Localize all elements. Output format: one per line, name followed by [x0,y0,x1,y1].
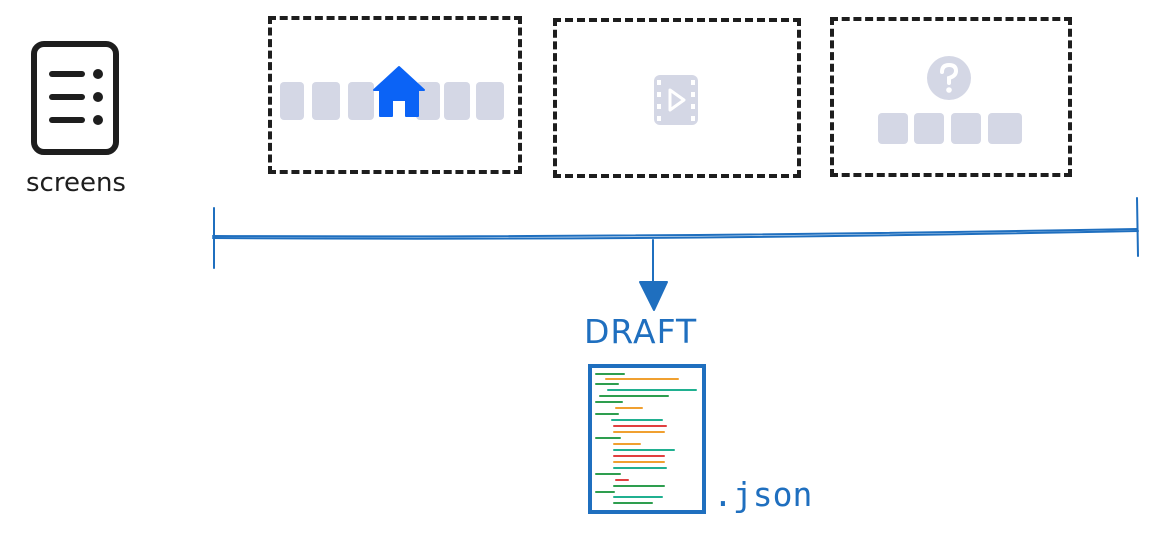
json-extension-label: .json [713,475,813,514]
placeholder-block [476,82,504,120]
placeholder-block [988,113,1022,144]
question-mark-icon [927,56,971,100]
screen-frame-home [268,16,522,174]
placeholder-block [914,113,944,144]
screens-list-icon [31,41,119,155]
screen-frame-help [830,17,1072,177]
home-icon [373,66,425,117]
placeholder-block [878,113,908,144]
video-film-icon [654,75,698,125]
placeholder-block [348,82,374,120]
placeholder-block [444,82,470,120]
screen-frame-video [553,18,801,178]
placeholder-block [280,82,304,120]
json-document-icon [588,364,706,514]
draft-label: DRAFT [584,312,698,351]
screens-label: screens [26,168,126,198]
arrow-head [639,281,668,311]
placeholder-block [312,82,340,120]
placeholder-block [951,113,981,144]
